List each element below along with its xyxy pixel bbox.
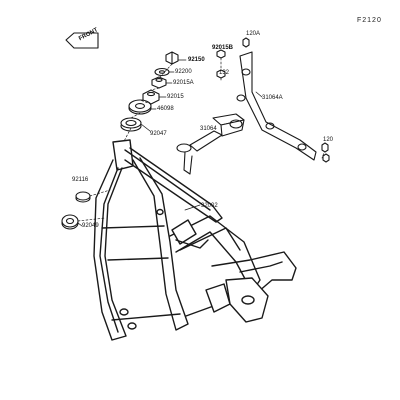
seal-46098	[128, 99, 152, 115]
part-label-92200: 92200	[175, 69, 192, 75]
part-label-120: 120	[323, 137, 334, 143]
part-label-92015a: 92015A	[173, 80, 194, 86]
part-label-92015: 92015	[167, 94, 184, 100]
part-label-46098: 46098	[157, 106, 174, 112]
front-arrow-icon	[65, 32, 99, 49]
bolt-120	[321, 142, 330, 163]
nut-92015a	[151, 76, 167, 89]
bearing-92047	[120, 117, 142, 132]
bushing-92049	[61, 214, 79, 230]
collar-92116	[75, 191, 91, 203]
part-label-31064a: 31064A	[262, 95, 283, 101]
figure-ref-code: F2120	[357, 17, 382, 24]
bolt-132	[242, 37, 250, 48]
part-label-92049: 92049	[82, 223, 99, 229]
bracket-31064a	[236, 51, 317, 161]
part-label-31064: 31064	[200, 126, 217, 132]
washer-92200	[154, 67, 170, 77]
part-label-120a: 120A	[246, 31, 261, 37]
part-label-32002: 32002	[201, 203, 218, 209]
part-label-132: 132	[219, 70, 230, 76]
part-label-92150: 92150	[188, 57, 205, 63]
stem-31064	[176, 113, 245, 175]
part-label-92015b: 92015B	[212, 45, 234, 51]
bolt-92015b	[216, 49, 226, 79]
stem-nut-92150	[165, 51, 179, 65]
frame-32002	[93, 139, 297, 341]
part-label-92047: 92047	[150, 131, 167, 137]
part-label-92116: 92116	[72, 177, 89, 183]
